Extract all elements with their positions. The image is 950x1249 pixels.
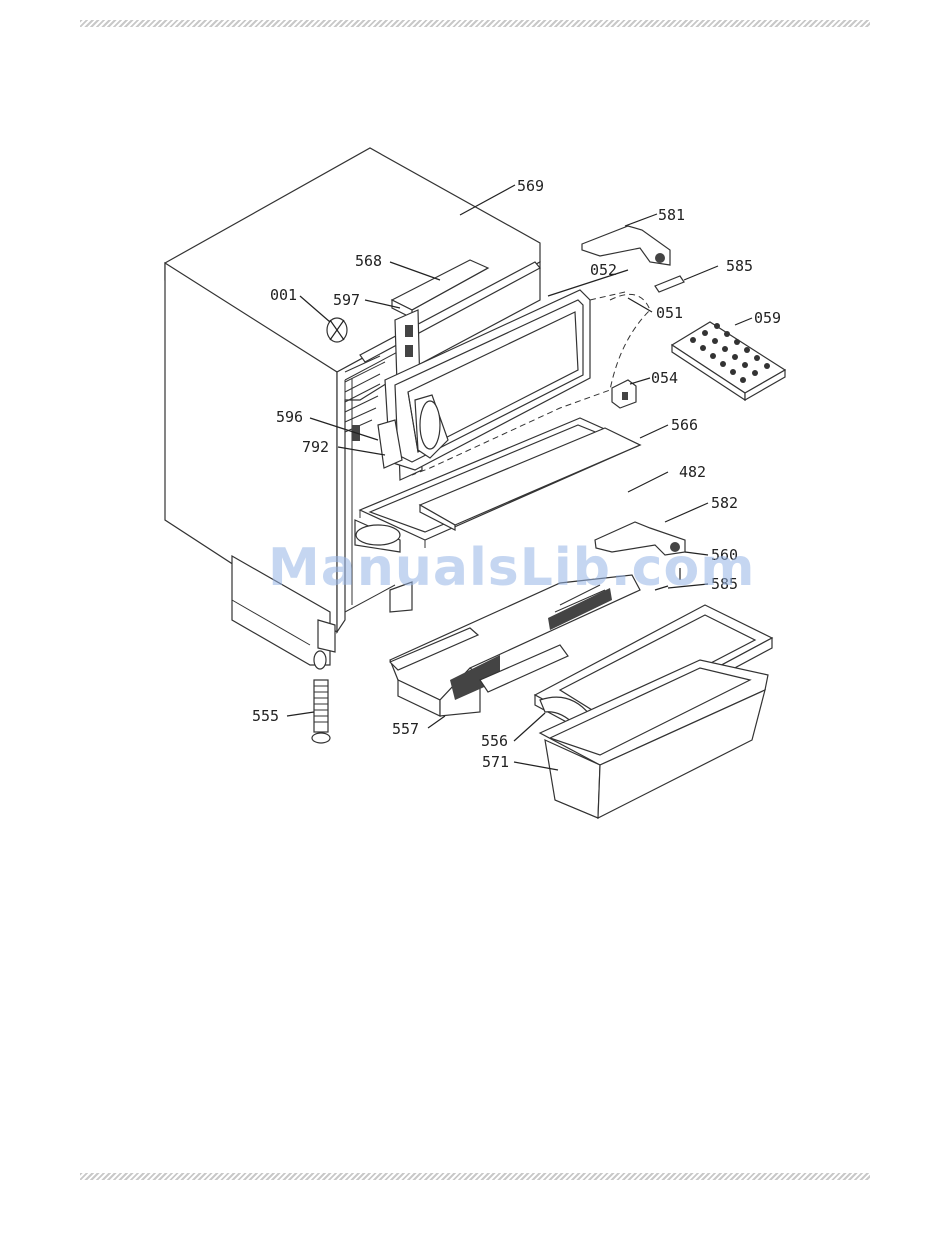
label-054: 054 bbox=[651, 369, 678, 387]
label-482: 482 bbox=[679, 463, 706, 481]
watermark: ManualsLib.com bbox=[268, 538, 755, 598]
label-556: 556 bbox=[481, 732, 508, 750]
upper-hinge-581 bbox=[582, 226, 670, 265]
label-596: 596 bbox=[276, 408, 303, 426]
label-597: 597 bbox=[333, 291, 360, 309]
label-569: 569 bbox=[517, 177, 544, 195]
label-051: 051 bbox=[656, 304, 683, 322]
label-555: 555 bbox=[252, 707, 279, 725]
ice-tray-059 bbox=[672, 322, 785, 400]
adjustable-foot-555 bbox=[312, 680, 330, 743]
label-582: 582 bbox=[711, 494, 738, 512]
label-581: 581 bbox=[658, 206, 685, 224]
label-566: 566 bbox=[671, 416, 698, 434]
label-568: 568 bbox=[355, 252, 382, 270]
latch-054 bbox=[612, 380, 636, 408]
label-557: 557 bbox=[392, 720, 419, 738]
label-059: 059 bbox=[754, 309, 781, 327]
label-052: 052 bbox=[590, 261, 617, 279]
label-585-upper: 585 bbox=[726, 257, 753, 275]
label-792: 792 bbox=[302, 438, 329, 456]
label-001: 001 bbox=[270, 286, 297, 304]
label-571: 571 bbox=[482, 753, 509, 771]
hinge-pin-585-upper bbox=[655, 276, 684, 292]
